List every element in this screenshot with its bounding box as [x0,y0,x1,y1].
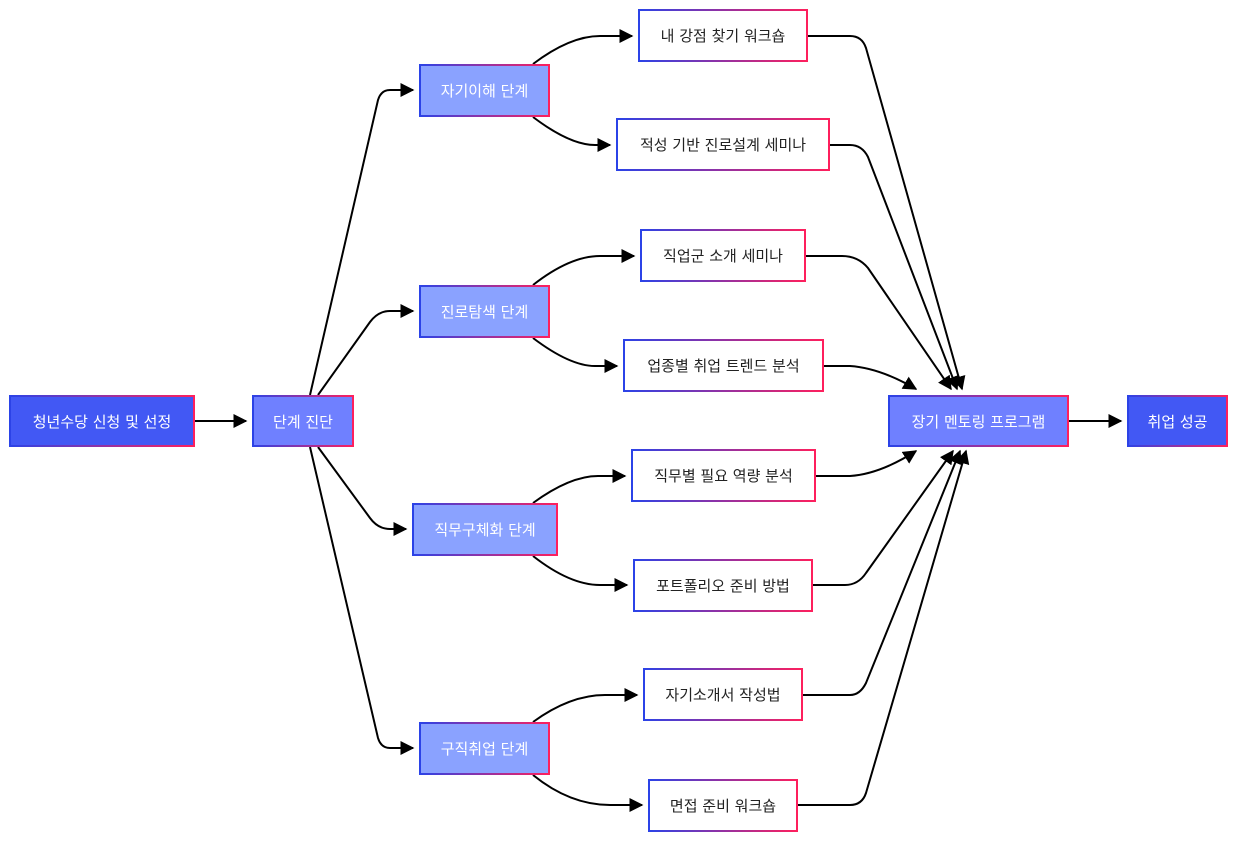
node-stage-employ-label: 구직취업 단계 [440,740,529,758]
edge-job-portfolio [532,555,629,592]
node-start[interactable]: 청년수당 신청 및 선정 [9,395,195,447]
node-stage-self-label: 자기이해 단계 [440,82,529,100]
node-program-portfolio-label: 포트폴리오 준비 방법 [656,577,790,595]
node-stage-employ[interactable]: 구직취업 단계 [419,722,550,775]
node-program-resume-label: 자기소개서 작성법 [665,686,781,704]
node-program-portfolio[interactable]: 포트폴리오 준비 방법 [633,559,813,612]
node-program-resume[interactable]: 자기소개서 작성법 [643,668,803,721]
node-diagnosis-label: 단계 진단 [273,412,333,431]
node-stage-career-label: 진로탐색 단계 [440,303,529,321]
edge-career-jobgroup [532,249,636,286]
node-program-jobgroup[interactable]: 직업군 소개 세미나 [640,229,806,282]
node-success[interactable]: 취업 성공 [1127,395,1228,447]
node-program-interview[interactable]: 면접 준비 워크숍 [648,779,798,832]
edge-job-competency [532,469,627,504]
node-success-label: 취업 성공 [1147,412,1208,431]
node-mentoring-label: 장기 멘토링 프로그램 [911,412,1046,431]
edge-jobgroup-mentoring [806,255,952,391]
node-program-jobgroup-label: 직업군 소개 세미나 [663,247,783,265]
edge-aptitude-mentoring [830,144,960,391]
node-program-competency[interactable]: 직무별 필요 역량 분석 [631,449,816,502]
node-program-strength[interactable]: 내 강점 찾기 워크숍 [638,9,808,62]
edge-portfolio-mentoring [813,449,954,586]
edge-diagnosis-career [317,304,415,396]
node-stage-self[interactable]: 자기이해 단계 [419,64,550,117]
node-start-label: 청년수당 신청 및 선정 [32,412,172,431]
edge-self-aptitude [532,116,612,152]
node-stage-career[interactable]: 진로탐색 단계 [419,285,550,338]
edge-competency-mentoring [816,450,918,477]
node-stage-job[interactable]: 직무구체화 단계 [412,503,558,556]
edge-self-strength [532,29,634,65]
node-diagnosis[interactable]: 단계 진단 [252,395,354,447]
node-program-interview-label: 면접 준비 워크숍 [669,797,777,815]
node-program-trend-label: 업종별 취업 트렌드 분석 [647,357,800,375]
node-program-aptitude[interactable]: 적성 기반 진로설계 세미나 [616,118,830,171]
node-stage-job-label: 직무구체화 단계 [434,521,536,539]
edge-strength-mentoring [808,35,966,391]
edge-interview-mentoring [798,449,970,806]
edge-resume-mentoring [803,449,962,696]
node-program-competency-label: 직무별 필요 역량 분석 [654,467,793,485]
edge-career-trend [532,337,619,373]
edge-diagnosis-employ [309,446,415,755]
node-program-aptitude-label: 적성 기반 진로설계 세미나 [639,136,807,154]
node-program-strength-label: 내 강점 찾기 워크숍 [660,27,786,45]
edge-employ-interview [532,774,644,812]
edge-employ-resume [532,688,639,723]
edge-diagnosis-job [317,446,408,536]
edge-trend-mentoring [824,365,918,390]
node-mentoring[interactable]: 장기 멘토링 프로그램 [888,395,1069,447]
node-program-trend[interactable]: 업종별 취업 트렌드 분석 [623,339,824,392]
edge-diagnosis-self [309,83,415,396]
